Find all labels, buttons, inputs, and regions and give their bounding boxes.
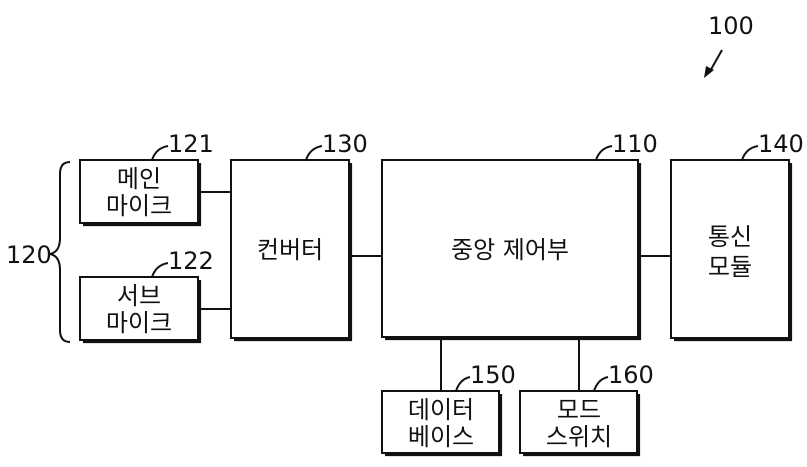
mode-switch-block: 모드 스위치 xyxy=(519,390,641,457)
central-control-leader xyxy=(595,145,613,161)
database-label-line2: 베이스 xyxy=(408,423,474,451)
connection-lines xyxy=(200,191,671,391)
main-mic-label-line2: 마이크 xyxy=(106,192,172,220)
database-label-line1: 데이터 xyxy=(408,396,474,424)
mic-group-ref: 120 xyxy=(6,241,52,269)
sub-mic-label-line1: 서브 xyxy=(117,282,161,310)
central-control-block: 중앙 제어부 xyxy=(381,159,642,341)
main-mic-leader xyxy=(151,145,169,161)
converter-block: 컨버터 xyxy=(230,159,353,342)
sub-mic-block: 서브 마이크 xyxy=(79,276,202,344)
converter-ref: 130 xyxy=(322,130,368,158)
comm-module-label-line1: 통신 xyxy=(708,223,752,251)
database-ref: 150 xyxy=(470,361,516,389)
mode-switch-label-line1: 모드 xyxy=(557,396,601,424)
comm-module-block: 통신 모듈 xyxy=(670,159,793,342)
sub-mic-ref: 122 xyxy=(168,247,214,275)
comm-module-leader xyxy=(741,145,759,161)
main-mic-ref: 121 xyxy=(168,130,214,158)
main-mic-label-line1: 메인 xyxy=(117,165,161,193)
mic-group-brace xyxy=(49,161,71,343)
central-control-label: 중앙 제어부 xyxy=(451,236,569,264)
figure-ref-label: 100 xyxy=(708,12,754,40)
database-leader xyxy=(455,376,471,392)
central-control-ref: 110 xyxy=(612,130,658,158)
comm-module-ref: 140 xyxy=(758,130,804,158)
mode-switch-leader xyxy=(593,376,609,392)
comm-module-label-line2: 모듈 xyxy=(708,253,752,281)
converter-leader xyxy=(305,145,323,161)
converter-label: 컨버터 xyxy=(257,236,323,264)
mode-switch-ref: 160 xyxy=(608,361,654,389)
main-mic-block: 메인 마이크 xyxy=(79,159,202,227)
figure-ref-arrow xyxy=(704,49,723,78)
mode-switch-label-line2: 스위치 xyxy=(546,423,612,451)
sub-mic-leader xyxy=(151,262,169,278)
sub-mic-label-line2: 마이크 xyxy=(106,309,172,337)
database-block: 데이터 베이스 xyxy=(381,390,503,457)
